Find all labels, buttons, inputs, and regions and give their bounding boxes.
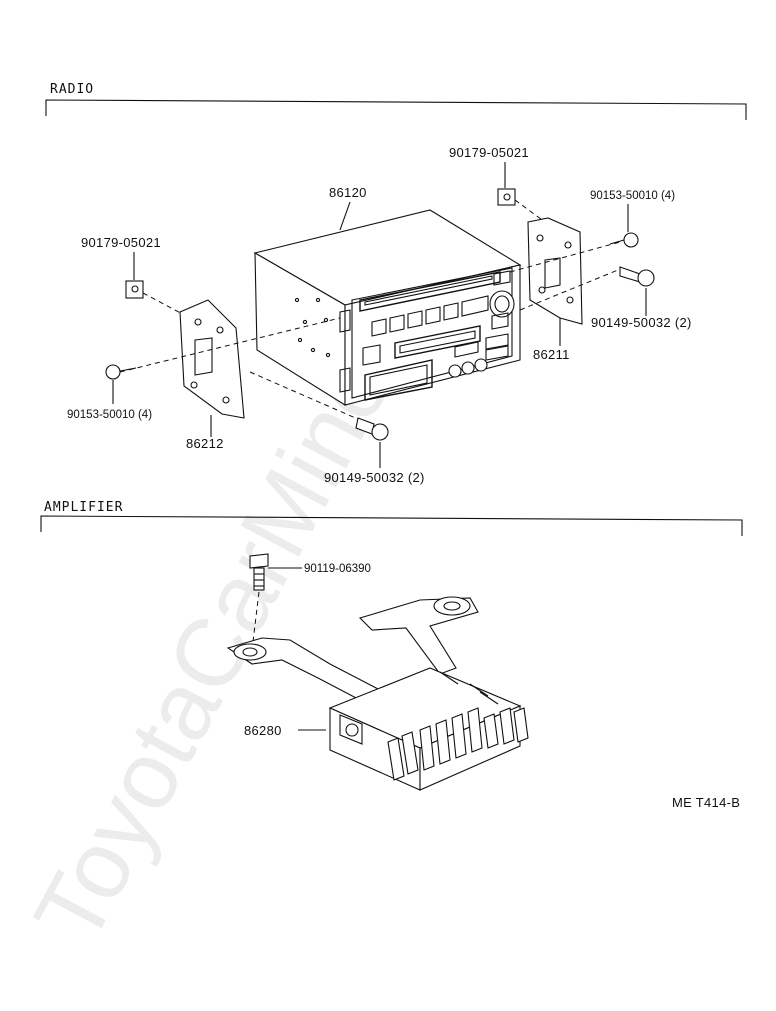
amp-bolt [249, 553, 269, 591]
screw-large-bottom [355, 417, 389, 441]
bracket-left [179, 299, 245, 419]
section-bracket-amplifier [40, 515, 743, 536]
label-amp-bolt: 90119-06390 [304, 563, 371, 575]
section-title-amplifier: AMPLIFIER [44, 500, 123, 515]
heat-sink-fins [387, 707, 529, 781]
section-bracket-radio [45, 99, 747, 120]
clip-right [497, 188, 516, 206]
label-bracket-left: 86212 [186, 436, 224, 451]
label-clip-left: 90179-05021 [81, 235, 161, 250]
label-screw-large-right: 90149-50032 (2) [591, 315, 692, 330]
section-title-radio: RADIO [50, 82, 94, 97]
screw-large-right [619, 266, 655, 287]
label-radio-unit: 86120 [329, 185, 367, 200]
label-screw-small-left: 90153-50010 (4) [67, 409, 152, 421]
clip-left [125, 280, 144, 299]
label-clip-right: 90179-05021 [449, 145, 529, 160]
screw-small-right [609, 232, 639, 248]
label-screw-large-bottom: 90149-50032 (2) [324, 470, 425, 485]
side-holes [294, 297, 331, 358]
label-bracket-right: 86211 [533, 347, 570, 362]
amplifier-unit [226, 596, 529, 791]
radio-unit [253, 209, 522, 406]
bracket-right [527, 217, 583, 325]
label-screw-small-right: 90153-50010 (4) [590, 190, 675, 202]
label-amplifier: 86280 [244, 723, 282, 738]
preset-buttons [371, 295, 509, 337]
figure-code: ME T414-B [672, 795, 740, 810]
